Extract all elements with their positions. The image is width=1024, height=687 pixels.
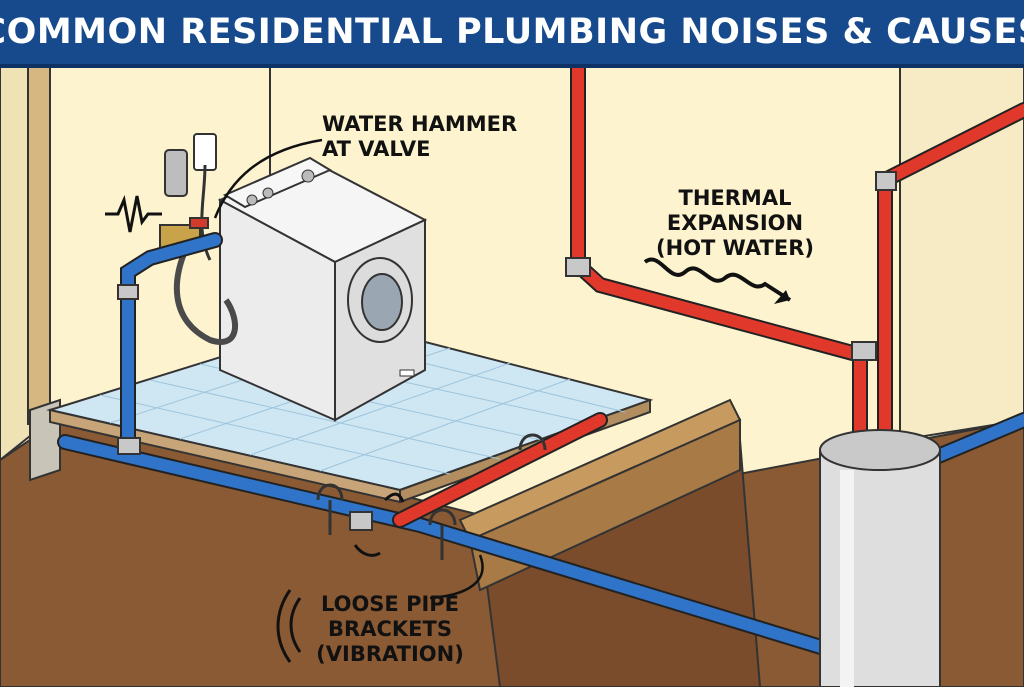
valve-handle: [189, 217, 209, 229]
bracket-1: [316, 483, 344, 501]
callout-brackets-line-3: (VIBRATION): [316, 642, 464, 666]
hammer-arrestor: [164, 149, 188, 197]
callout-water-hammer-line-2: AT VALVE: [322, 137, 431, 161]
water-heater: [819, 429, 941, 687]
leader-water-hammer: [213, 138, 323, 219]
callout-thermal-line-1: THERMAL: [678, 186, 792, 210]
callout-water-hammer: WATER HAMMER AT VALVE: [322, 112, 517, 162]
bracket-3: [518, 433, 547, 451]
fitting-3: [349, 511, 373, 531]
callout-thermal-line-3: (HOT WATER): [656, 236, 814, 260]
washer-hose: [173, 238, 239, 345]
pulse-icon: [105, 194, 162, 233]
washer-door-glass: [361, 273, 403, 331]
bracket-2: [428, 508, 457, 526]
dial-knob-1: [246, 194, 258, 206]
fitting-1: [117, 284, 139, 300]
fitting-2: [117, 437, 141, 455]
hot-water-pipes: [392, 56, 1024, 528]
washing-machine: [217, 156, 428, 422]
callout-brackets-line-2: BRACKETS: [328, 617, 452, 641]
title-banner: COMMON RESIDENTIAL PLUMBING NOISES & CAU…: [0, 0, 1024, 68]
callout-water-hammer-line-1: WATER HAMMER: [322, 112, 518, 136]
wavy-arrow-head: [774, 290, 790, 304]
dial-knob-2: [262, 187, 274, 199]
joist-face: [468, 418, 741, 592]
pipe-brackets: [316, 433, 547, 560]
fitting-6: [875, 171, 897, 191]
wall-outlet: [193, 133, 217, 171]
diagram-title: COMMON RESIDENTIAL PLUMBING NOISES & CAU…: [0, 12, 1024, 52]
callout-loose-brackets: LOOSE PIPE BRACKETS (VIBRATION): [310, 592, 470, 667]
wall-stud: [27, 63, 51, 425]
leader-loose-brackets: [429, 554, 484, 600]
wavy-arrow-icon: [643, 257, 792, 302]
callout-thermal-expansion: THERMAL EXPANSION (HOT WATER): [655, 186, 815, 261]
fitting-4: [565, 257, 591, 277]
vibration-icon: [276, 492, 405, 663]
dial-knob-3: [301, 169, 315, 183]
fitting-5: [851, 341, 877, 361]
callout-thermal-line-2: EXPANSION: [666, 211, 804, 235]
callout-brackets-line-1: LOOSE PIPE: [320, 592, 460, 616]
